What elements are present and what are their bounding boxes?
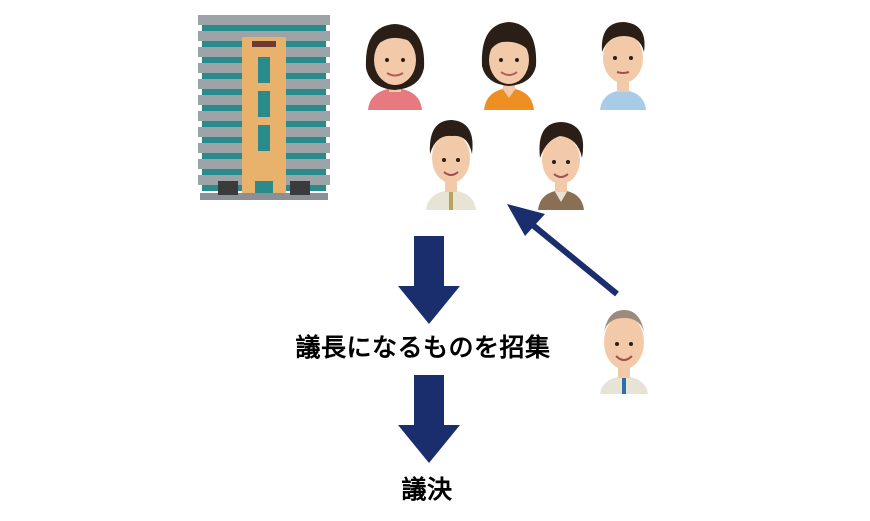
step-label: 議長になるものを招集	[295, 333, 551, 362]
person-avatar-woman-1	[365, 24, 425, 110]
apartment-building-icon	[198, 15, 330, 200]
arrow-down-icon	[398, 375, 460, 463]
person-avatar-woman-3	[538, 122, 584, 210]
arrow-down-icon	[398, 236, 460, 324]
person-avatar-man-2	[426, 120, 476, 210]
final-label: 議決	[401, 475, 453, 504]
person-avatar-senior-man	[600, 310, 648, 394]
person-avatar-woman-2	[481, 22, 537, 110]
arrow-up-left-icon	[507, 204, 619, 297]
building-floor	[198, 31, 330, 41]
person-avatar-man-1	[600, 22, 646, 110]
building-floor	[198, 15, 330, 25]
building-window-band	[202, 25, 326, 31]
